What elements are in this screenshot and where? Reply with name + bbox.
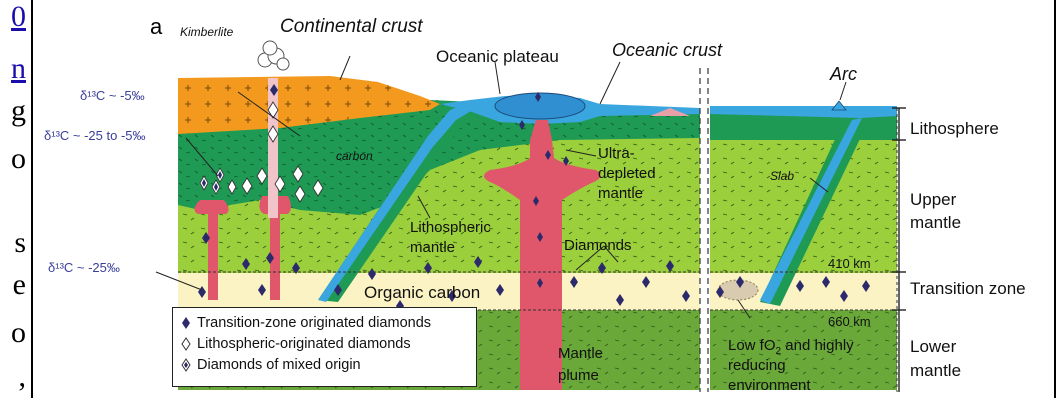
filled-diamond-icon	[179, 316, 193, 330]
layer-labels: Lithosphere Upper mantle Transition zone…	[910, 119, 1026, 380]
legend-text: Transition-zone originated diamonds	[197, 315, 431, 331]
environment-label: environment	[728, 377, 811, 394]
carbon-label: carbon	[336, 149, 373, 163]
legend-text: Lithospheric-originated diamonds	[197, 336, 411, 352]
diamonds-label: Diamonds	[564, 237, 632, 254]
diamond-legend: Transition-zone originated diamonds Lith…	[172, 307, 477, 387]
continental-crust-label: Continental crust	[280, 16, 423, 37]
isotope-labels: δ¹³C ~ -5‰ δ¹³C ~ -25 to -5‰ δ¹³C ~ -25‰	[44, 88, 146, 275]
open-diamond-icon	[179, 337, 193, 351]
lithospheric-mantle-label-1: Lithospheric	[410, 219, 491, 236]
lithospheric-mantle-label-2: mantle	[410, 239, 455, 256]
ultra-depleted-label-3: mantle	[598, 185, 643, 202]
oceanic-crust-label: Oceanic crust	[612, 40, 723, 60]
organic-carbon-label: Organic carbon	[364, 283, 480, 302]
legend-row-mixed: Diamonds of mixed origin	[179, 354, 470, 375]
isotope-label-3: δ¹³C ~ -25‰	[48, 260, 120, 275]
depth-660-label: 660 km	[828, 314, 871, 329]
upper-mantle-label-1: Upper	[910, 190, 957, 209]
legend-row-transition: Transition-zone originated diamonds	[179, 312, 470, 333]
legend-text: Diamonds of mixed origin	[197, 357, 361, 373]
lithosphere-label: Lithosphere	[910, 119, 999, 138]
isotope-label-2: δ¹³C ~ -25 to -5‰	[44, 128, 146, 143]
isotope-label-1: δ¹³C ~ -5‰	[80, 88, 145, 103]
kimberlite-pipe	[268, 78, 278, 218]
ultra-depleted-label-2: depleted	[598, 165, 656, 182]
upper-mantle-label-2: mantle	[910, 213, 961, 232]
legend-row-lithospheric: Lithospheric-originated diamonds	[179, 333, 470, 354]
low-fo2-text-1: Low fO	[728, 337, 776, 354]
oceanic-plateau-label: Oceanic plateau	[436, 47, 559, 66]
low-fo2-text-2: and highly	[781, 337, 854, 354]
lower-mantle-label-1: Lower	[910, 337, 957, 356]
kimberlite-label: Kimberlite	[180, 25, 234, 39]
depth-410-label: 410 km	[828, 256, 871, 271]
mantle-plume-label-1: Mantle	[558, 345, 603, 362]
ultra-depleted-label-1: Ultra-	[598, 145, 635, 162]
mixed-diamond-icon	[179, 358, 193, 372]
reducing-label: reducing	[728, 357, 786, 374]
kimberlite-eruption-cloud	[258, 41, 289, 70]
arc-label: Arc	[829, 64, 857, 84]
slab-label: Slab	[770, 169, 794, 183]
lower-mantle-label-2: mantle	[910, 361, 961, 380]
mantle-plume-label-2: plume	[558, 367, 599, 384]
transition-zone-label: Transition zone	[910, 279, 1026, 298]
